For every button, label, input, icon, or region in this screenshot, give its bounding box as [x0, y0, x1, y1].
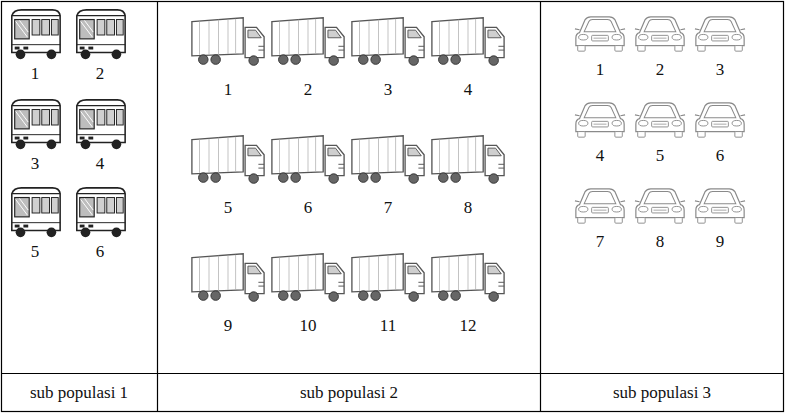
truck-icon	[192, 18, 264, 66]
vehicle-number: 7	[596, 232, 605, 252]
truck-icon	[432, 254, 504, 301]
vehicle-number: 5	[656, 146, 665, 166]
truck-icon	[352, 18, 424, 66]
truck-icon	[432, 18, 504, 66]
truck-icon	[432, 136, 504, 184]
truck-icon	[352, 136, 424, 184]
vehicle-number: 3	[384, 80, 393, 100]
vehicle-number: 1	[31, 64, 40, 84]
vehicle-number: 8	[464, 198, 473, 218]
subpopulation-label: sub populasi 1	[30, 383, 128, 403]
vehicle-number: 3	[716, 60, 725, 80]
bus-icon	[77, 100, 125, 149]
car-icon	[635, 17, 685, 51]
vehicle-number: 9	[716, 232, 725, 252]
vehicle-number: 8	[656, 232, 665, 252]
vehicle-number: 6	[96, 242, 105, 262]
vehicle-number: 2	[656, 60, 665, 80]
subpopulation-label: sub populasi 3	[613, 383, 711, 403]
car-icon	[635, 103, 685, 137]
car-icon	[575, 103, 625, 137]
column-divider	[540, 2, 541, 412]
car-icon	[635, 189, 685, 223]
truck-icon	[272, 254, 344, 301]
vehicle-number: 10	[300, 316, 317, 336]
vehicle-number: 9	[224, 316, 233, 336]
vehicle-number: 1	[224, 80, 233, 100]
truck-icon	[272, 136, 344, 184]
vehicle-number: 4	[596, 146, 605, 166]
row-divider	[2, 373, 784, 374]
vehicle-number: 2	[96, 64, 105, 84]
car-icon	[695, 17, 745, 51]
vehicle-number: 3	[31, 154, 40, 174]
vehicle-number: 12	[460, 316, 477, 336]
vehicle-number: 7	[384, 198, 393, 218]
car-icon	[575, 17, 625, 51]
bus-icon	[12, 10, 60, 59]
car-icon	[695, 103, 745, 137]
truck-icon	[192, 254, 264, 301]
vehicle-number: 5	[31, 242, 40, 262]
bus-icon	[77, 10, 125, 59]
vehicle-number: 1	[596, 60, 605, 80]
vehicle-number: 6	[716, 146, 725, 166]
vehicle-number: 4	[96, 154, 105, 174]
car-icon	[695, 189, 745, 223]
vehicle-number: 11	[380, 316, 396, 336]
truck-icon	[192, 136, 264, 184]
truck-icon	[272, 18, 344, 66]
subpopulation-label: sub populasi 2	[300, 383, 398, 403]
vehicle-number: 2	[304, 80, 313, 100]
vehicle-number: 6	[304, 198, 313, 218]
bus-icon	[77, 188, 125, 237]
car-icon	[575, 189, 625, 223]
vehicle-number: 5	[224, 198, 233, 218]
bus-icon	[12, 188, 60, 237]
vehicle-number: 4	[464, 80, 473, 100]
bus-icon	[12, 100, 60, 149]
column-divider	[157, 2, 158, 412]
truck-icon	[352, 254, 424, 301]
